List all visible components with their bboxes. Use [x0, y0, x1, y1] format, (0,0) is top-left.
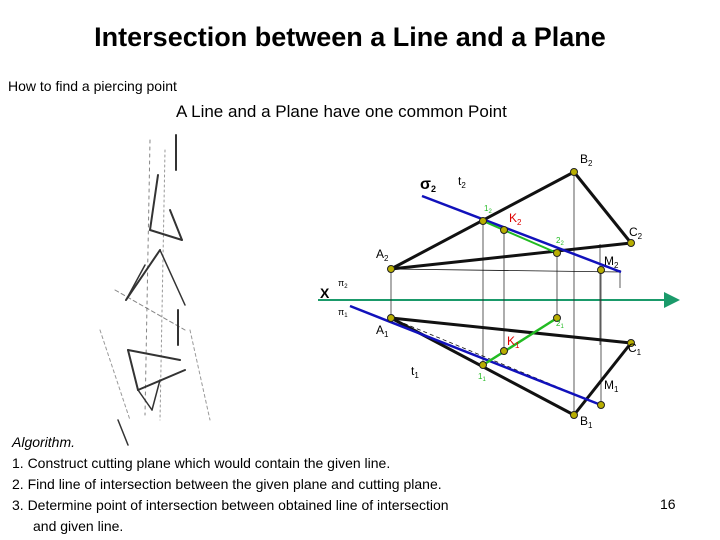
algorithm-step: 3. Determine point of intersection betwe… [12, 497, 449, 513]
page-number: 16 [660, 496, 676, 512]
label-m2: M2 [604, 254, 619, 270]
label-k1: K1 [507, 334, 520, 350]
label-a2: A2 [376, 247, 389, 263]
frontal-line-a2-m2 [390, 268, 622, 273]
algorithm-block: Algorithm. 1. Construct cutting plane wh… [12, 432, 449, 537]
label-22: 22 [556, 236, 564, 247]
label-t1: t1 [411, 364, 419, 380]
line-t2 [421, 194, 622, 274]
label-c2: C2 [629, 225, 643, 241]
algorithm-step: 1. Construct cutting plane which would c… [12, 455, 391, 471]
label-a1: A1 [376, 323, 389, 339]
label-21: 21 [556, 319, 564, 330]
label-sigma2: σ2 [420, 176, 436, 194]
label-x: X [320, 285, 330, 301]
label-m1: M1 [604, 378, 619, 394]
algorithm-heading: Algorithm. [12, 434, 76, 450]
label-pi2: π2 [338, 278, 348, 290]
label-pi1: π1 [338, 307, 348, 319]
line-t1 [349, 304, 602, 407]
diagram-heading: A Line and a Plane have one common Point [176, 102, 507, 121]
label-c1: C1 [628, 341, 642, 357]
line-12-horizontal [482, 316, 558, 367]
slide-title: Intersection between a Line and a Plane [94, 22, 606, 52]
label-11: 11 [478, 372, 486, 383]
label-t2: t2 [458, 174, 466, 190]
projection-points [387, 168, 635, 419]
label-b1: B1 [580, 414, 593, 430]
label-12: 12 [484, 204, 492, 215]
label-k2: K2 [509, 211, 522, 227]
label-b2: B2 [580, 152, 593, 168]
algorithm-step: 2. Find line of intersection between the… [12, 476, 442, 492]
faded-sketch-illustration [99, 134, 211, 446]
line-12-frontal [482, 220, 558, 254]
algorithm-step-continuation: and given line. [33, 518, 124, 534]
slide-subtitle: How to find a piercing point [8, 78, 177, 94]
